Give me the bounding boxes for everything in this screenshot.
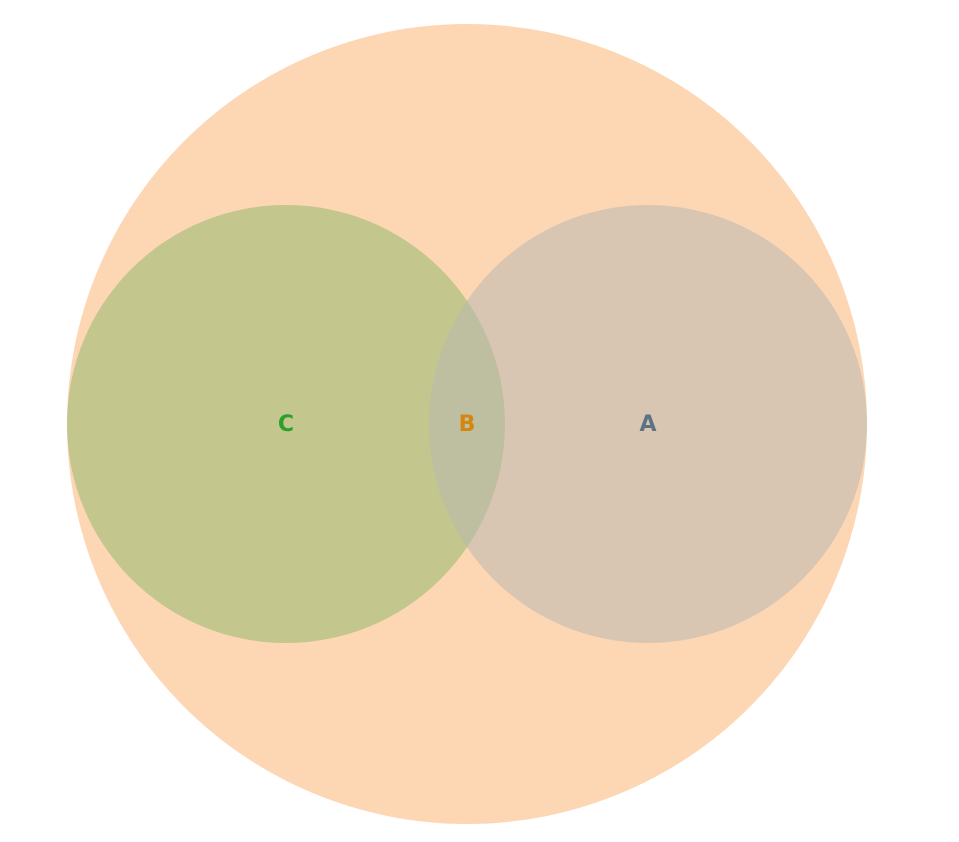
label-a: A	[639, 412, 656, 437]
label-b: B	[459, 412, 476, 437]
circle-a	[429, 205, 867, 643]
circle-c	[67, 205, 505, 643]
label-c: C	[278, 412, 294, 437]
